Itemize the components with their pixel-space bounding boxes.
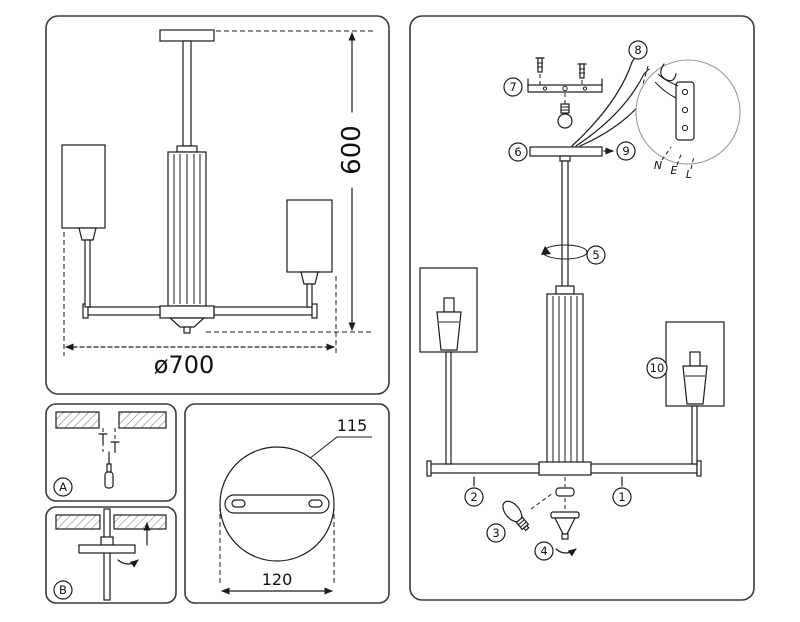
canopy-view-panel: 115 120 bbox=[184, 403, 390, 604]
height-dimension: 600 bbox=[206, 30, 374, 333]
svg-text:B: B bbox=[59, 583, 67, 597]
detail-a-badge: A bbox=[53, 477, 73, 497]
down-rod bbox=[182, 40, 192, 147]
step-5-badge: 5 bbox=[586, 245, 606, 265]
right-arm bbox=[213, 306, 315, 316]
step-9-badge: 9 bbox=[616, 141, 636, 161]
bottom-finial bbox=[168, 317, 206, 328]
step-1-badge: 1 bbox=[612, 487, 632, 507]
terminal-block bbox=[675, 81, 695, 141]
step-10-badge: 10 bbox=[646, 357, 668, 379]
bulb-leader bbox=[530, 492, 554, 510]
hanging-hook bbox=[557, 93, 573, 129]
left-arm bbox=[429, 463, 540, 474]
ceiling-canopy bbox=[159, 29, 215, 42]
arm-hub bbox=[159, 305, 215, 319]
socket-and-finial bbox=[550, 477, 580, 557]
svg-text:7: 7 bbox=[509, 80, 516, 94]
detail-b-panel: B bbox=[45, 506, 177, 604]
svg-text:5: 5 bbox=[592, 248, 599, 262]
right-shade bbox=[286, 199, 333, 273]
svg-text:6: 6 bbox=[514, 145, 521, 159]
svg-text:10: 10 bbox=[650, 361, 665, 375]
central-column bbox=[538, 285, 592, 476]
mounting-bracket bbox=[527, 78, 603, 93]
svg-text:2: 2 bbox=[470, 490, 477, 504]
threaded-rod-and-plate bbox=[78, 508, 136, 601]
svg-text:1: 1 bbox=[618, 490, 625, 504]
detail-b-badge: B bbox=[53, 580, 73, 600]
step-7-badge: 7 bbox=[503, 77, 523, 97]
svg-text:9: 9 bbox=[622, 144, 629, 158]
step-8-badge: 8 bbox=[628, 40, 648, 60]
step-2-badge: 2 bbox=[464, 487, 484, 507]
mounting-plate bbox=[224, 494, 330, 514]
height-dimension-label: 600 bbox=[337, 125, 367, 175]
terminal-label-n: N bbox=[654, 159, 662, 172]
slot-dimension-label: 115 bbox=[337, 416, 368, 435]
svg-text:3: 3 bbox=[492, 526, 499, 540]
step-3-badge: 3 bbox=[486, 523, 506, 543]
rotate-arrow bbox=[117, 559, 139, 568]
step-6-badge: 6 bbox=[508, 142, 528, 162]
front-view-panel: 600 ø700 bbox=[45, 15, 390, 395]
right-shade bbox=[665, 321, 725, 465]
screwdriver bbox=[104, 451, 114, 489]
slot-left bbox=[231, 499, 246, 508]
anchor-screws bbox=[98, 433, 120, 453]
svg-text:4: 4 bbox=[540, 544, 547, 558]
diameter-dimension: ø700 bbox=[63, 232, 337, 379]
diameter-dimension-label: ø700 bbox=[154, 351, 215, 379]
svg-text:8: 8 bbox=[634, 43, 641, 57]
terminal-label-l: L bbox=[686, 168, 692, 181]
step-4-badge: 4 bbox=[534, 541, 554, 561]
left-shade bbox=[61, 144, 106, 229]
svg-text:A: A bbox=[59, 480, 67, 494]
terminal-label-e: E bbox=[671, 164, 678, 177]
left-shade bbox=[419, 267, 478, 465]
slot-right bbox=[308, 499, 323, 508]
base-dimension-label: 120 bbox=[262, 570, 293, 589]
detail-a-panel: A bbox=[45, 403, 177, 502]
chandelier-front-view bbox=[61, 29, 333, 334]
left-arm bbox=[85, 306, 161, 316]
light-bulb bbox=[502, 500, 530, 532]
down-rod bbox=[561, 160, 569, 290]
wiring-inset: N E L bbox=[635, 59, 741, 181]
assembly-panel: 7 8 N E bbox=[409, 15, 755, 601]
wall-anchors bbox=[535, 57, 587, 86]
right-arm bbox=[590, 463, 698, 474]
